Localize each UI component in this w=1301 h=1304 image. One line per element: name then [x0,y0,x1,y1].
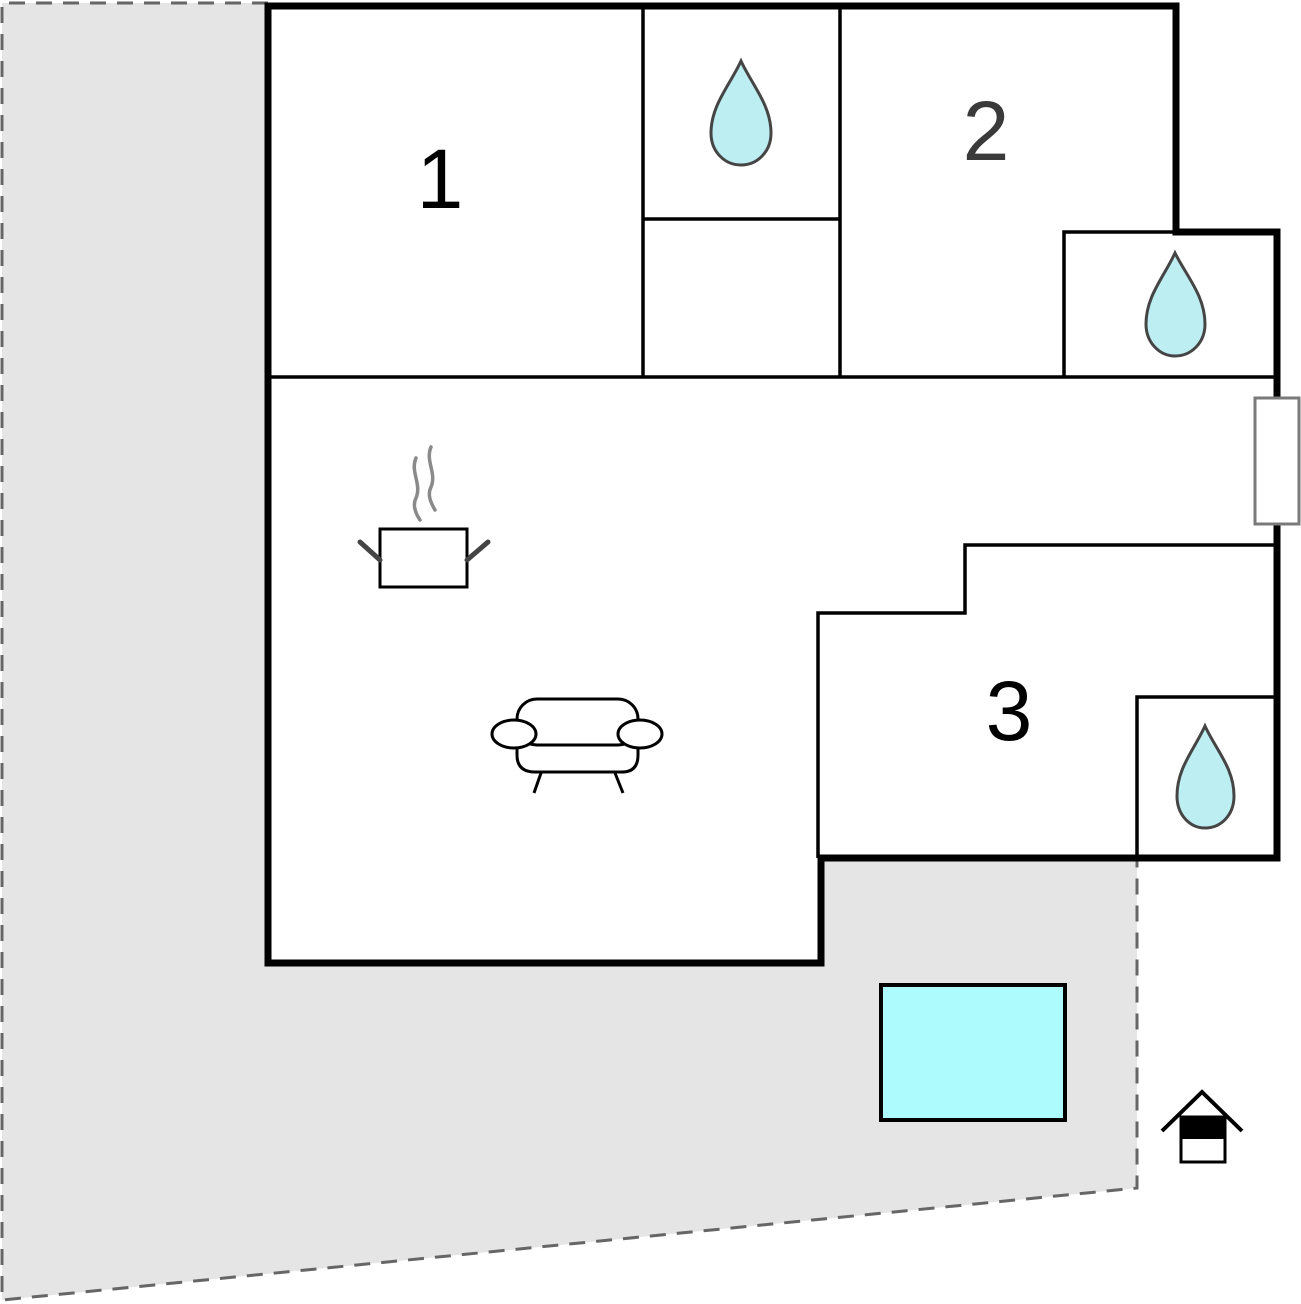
water-drop-icon [1175,722,1236,830]
cooking-pot-icon [357,445,491,589]
interior-walls [268,6,1275,858]
room-label-2: 2 [963,84,1010,178]
terrace-boundary [0,1,1139,1302]
room-label-3: 3 [986,664,1033,758]
water-drop-icon [709,57,773,167]
room-label-1: 1 [417,132,464,226]
water-drop-icon [1144,249,1207,358]
sofa-icon [490,697,664,794]
garage-icon [1160,1089,1244,1164]
pool-icon [879,983,1067,1122]
window [1253,396,1301,526]
terrace-area [2,3,1137,1300]
